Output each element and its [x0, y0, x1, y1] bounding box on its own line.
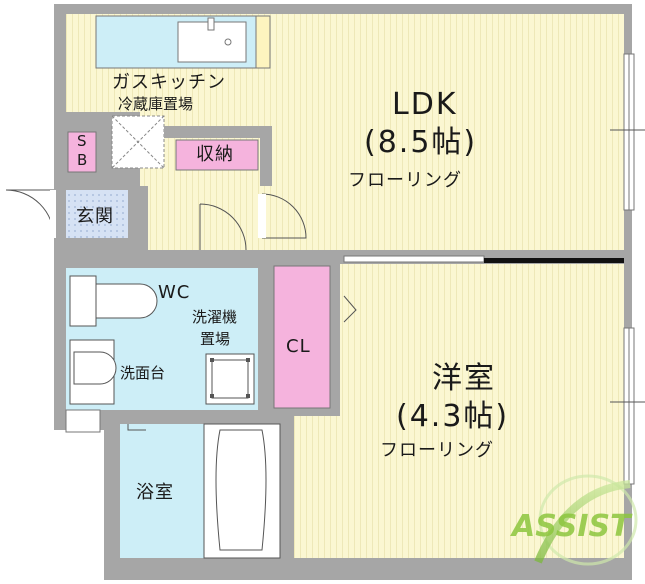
- shoe-box: [67, 131, 97, 173]
- ldk-floor: [66, 14, 624, 254]
- toilet-bowl: [95, 283, 158, 319]
- closet-label: CL: [286, 336, 311, 357]
- washbasin-label: 洗面台: [120, 364, 166, 382]
- hallway-floor: [148, 186, 262, 250]
- entrance-label: 玄関: [76, 206, 114, 227]
- gas-kitchen-label: ガスキッチン: [112, 72, 226, 93]
- ldk-name: LDK: [392, 87, 458, 122]
- assist-logo-text: ASSIST: [510, 509, 633, 544]
- western-room-name: 洋室: [432, 361, 496, 396]
- entrance-floor: [66, 190, 128, 238]
- bathtub: [215, 429, 267, 551]
- storage-closet: [175, 139, 259, 171]
- sb-label-bottom: B: [77, 151, 88, 169]
- toilet-tank: [69, 275, 97, 327]
- washer-label-line1: 洗濯機: [192, 308, 238, 326]
- sb-label-top: S: [77, 132, 87, 150]
- bathroom-label: 浴室: [136, 482, 174, 503]
- western-room-floor-type: フローリング: [380, 440, 494, 461]
- western-room-size: (4.3帖): [396, 399, 510, 434]
- ldk-size: (8.5帖): [364, 125, 478, 160]
- closet: [273, 265, 331, 409]
- wc-label: WC: [158, 282, 191, 303]
- washer-label-line2: 置場: [200, 330, 231, 348]
- fridge-space-label: 冷蔵庫置場: [118, 95, 194, 113]
- ldk-floor-type: フローリング: [348, 170, 462, 191]
- assist-logo: ASSIST: [510, 474, 638, 566]
- storage-label: 収納: [196, 144, 234, 165]
